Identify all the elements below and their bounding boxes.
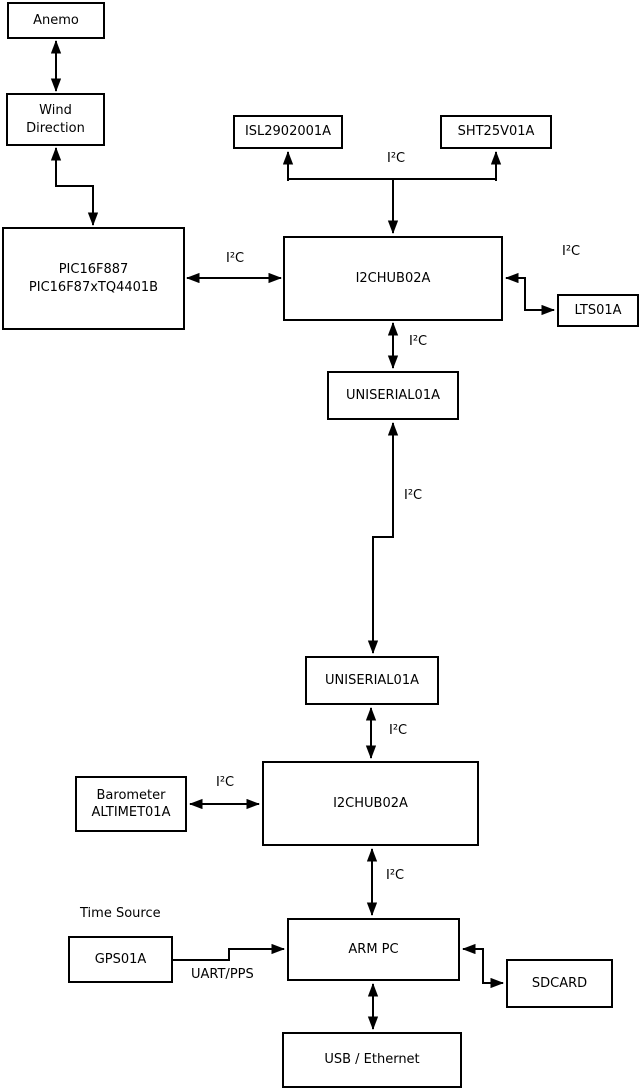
usb-ethernet-box: USB / Ethernet [282, 1032, 462, 1088]
i2c-label-hub-lts: I²C [562, 244, 581, 259]
time-source-label: Time Source [80, 906, 161, 921]
barometer-label: Barometer ALTIMET01A [91, 787, 171, 820]
lts-sensor-label: LTS01A [574, 302, 622, 318]
sht-sensor-label: SHT25V01A [457, 124, 535, 140]
lts-sensor-box: LTS01A [557, 294, 639, 327]
uart-pps-label: UART/PPS [191, 967, 254, 982]
i2c-label-uniserial-hub: I²C [389, 723, 408, 738]
connector-uniserial-long-link [367, 422, 399, 654]
arm-pc-box: ARM PC [287, 918, 460, 981]
pic-controller-label: PIC16F887 PIC16F87xTQ4401B [28, 262, 159, 295]
anemo-box: Anemo [7, 2, 105, 39]
connector-i2chub-lts [505, 272, 555, 316]
sht-sensor-box: SHT25V01A [440, 115, 552, 149]
connector-gps-armpc [173, 943, 285, 961]
i2c-label-sensor-bus: I²C [387, 151, 406, 166]
uniserial-bottom-box: UNISERIAL01A [305, 656, 439, 705]
i2c-label-hub-uniserial: I²C [409, 334, 428, 349]
i2c-hub-top-label: I2CHUB02A [355, 270, 431, 286]
i2c-hub-top-box: I2CHUB02A [283, 236, 503, 321]
anemo-label: Anemo [33, 12, 79, 28]
pic-controller-box: PIC16F887 PIC16F87xTQ4401B [2, 227, 185, 330]
gps-label: GPS01A [94, 951, 147, 967]
wind-direction-label: Wind Direction [26, 103, 85, 136]
sdcard-label: SDCARD [531, 975, 588, 991]
uniserial-top-label: UNISERIAL01A [346, 387, 440, 403]
usb-ethernet-label: USB / Ethernet [324, 1052, 420, 1068]
uniserial-bottom-label: UNISERIAL01A [325, 672, 419, 688]
gps-box: GPS01A [68, 936, 173, 983]
i2c-label-long-link: I²C [404, 488, 423, 503]
connector-winddirection-pic [50, 147, 99, 226]
isl-sensor-label: ISL2902001A [244, 124, 332, 140]
sdcard-box: SDCARD [506, 959, 613, 1008]
i2c-hub-bottom-box: I2CHUB02A [262, 761, 479, 846]
i2c-label-barometer-hub: I²C [216, 775, 235, 790]
barometer-box: Barometer ALTIMET01A [75, 776, 187, 832]
connector-armpc-sdcard [462, 943, 504, 989]
i2c-label-hub-armpc: I²C [386, 868, 405, 883]
wind-direction-box: Wind Direction [6, 93, 105, 146]
i2c-hub-bottom-label: I2CHUB02A [333, 795, 408, 811]
uniserial-top-box: UNISERIAL01A [327, 371, 459, 420]
isl-sensor-box: ISL2902001A [233, 115, 343, 149]
arm-pc-label: ARM PC [348, 941, 399, 957]
i2c-label-pic-hub: I²C [226, 251, 245, 266]
